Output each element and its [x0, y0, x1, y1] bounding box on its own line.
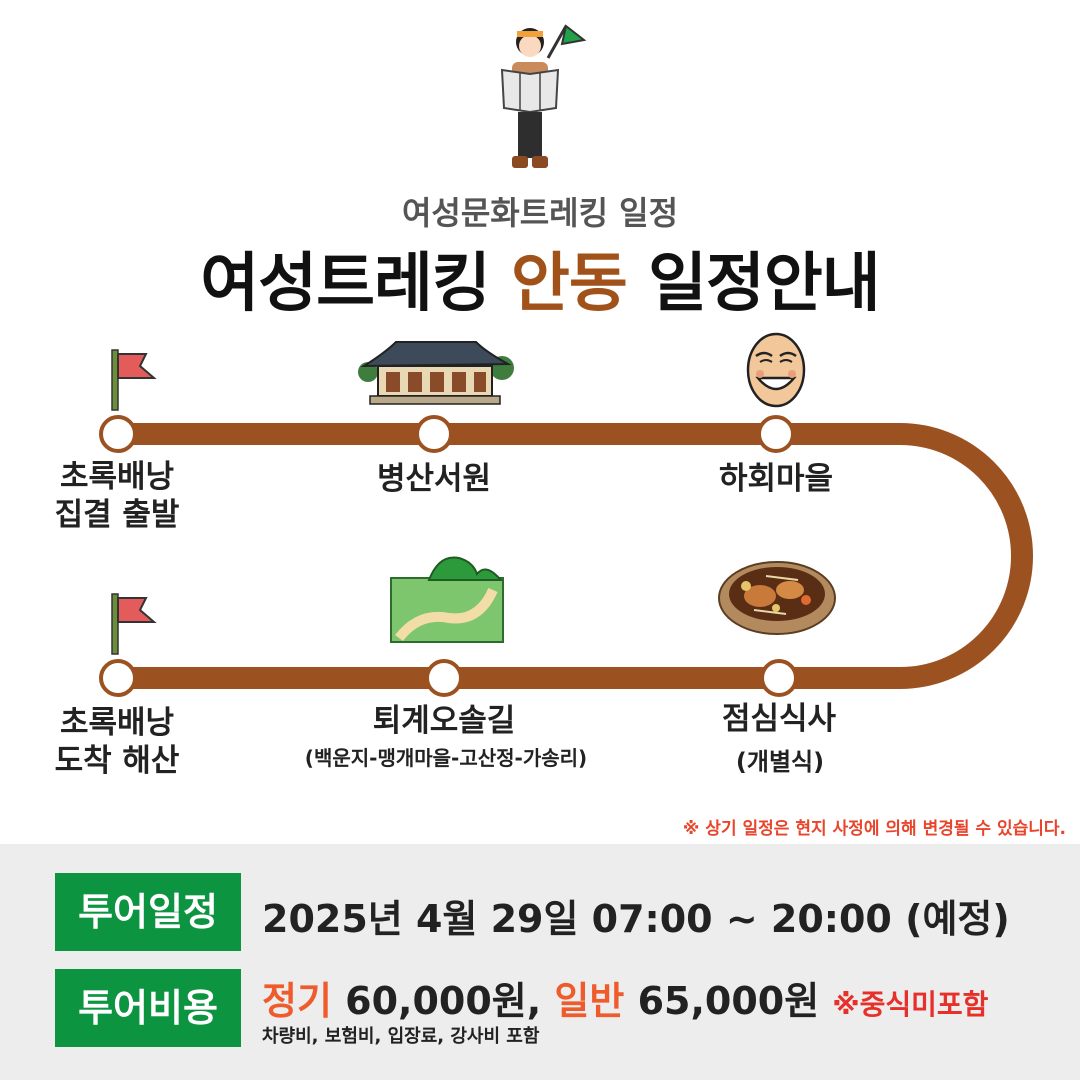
route-node-start [99, 415, 137, 453]
stop-lunch-label: 점심식사 [721, 701, 837, 737]
cost-includes-note: 차량비, 보험비, 입장료, 강사비 포함 [262, 1026, 540, 1047]
title-part2: 일정안내 [626, 247, 881, 321]
route-node-lunch [760, 659, 798, 697]
hiker-girl-illustration [500, 24, 587, 168]
general-label: 일반 [554, 979, 625, 1023]
tour-schedule-badge: 투어일정 [55, 873, 241, 951]
page-subtitle: 여성문화트레킹 일정 [401, 194, 679, 232]
red-flag-icon [111, 593, 157, 655]
page-title: 여성트레킹 안동 일정안내 [0, 232, 1080, 324]
stop-hahoe-label: 하회마을 [718, 461, 834, 497]
stop-lunch-sub: (개별식) [735, 748, 825, 776]
schedule-change-notice: ※ 상기 일정은 현지 사정에 의해 변경될 수 있습니다. [682, 819, 1066, 839]
hahoe-mask-icon [746, 332, 806, 408]
route-node-byeongsan [415, 415, 453, 453]
tour-cost-value: 정기 60,000원, 일반 65,000원 ※중식미포함 [262, 970, 988, 1025]
stop-start-line1: 초록배낭 [59, 459, 175, 495]
title-part1: 여성트레킹 [200, 247, 512, 321]
stop-end-line1: 초록배낭 [59, 705, 175, 741]
regular-label: 정기 [262, 979, 332, 1023]
stop-toegye-sub: (백운지-맹개마을-고산정-가송리) [304, 746, 588, 770]
red-flag-icon [111, 349, 157, 411]
braised-chicken-dish-icon [718, 561, 836, 635]
stop-end-line2: 도착 해산 [54, 743, 180, 779]
route-node-hahoe [757, 415, 795, 453]
general-price: 65,000원 [624, 979, 833, 1023]
route-node-toegye [425, 659, 463, 697]
tour-schedule-value: 2025년 4월 29일 07:00 ~ 20:00 (예정) [262, 897, 1010, 941]
route-node-end [99, 659, 137, 697]
route-path [99, 415, 1033, 697]
tour-cost-badge: 투어비용 [55, 969, 241, 1047]
lunch-exclusion-note: ※중식미포함 [832, 988, 989, 1021]
mountain-trail-icon [390, 556, 504, 643]
stop-start-line2: 집결 출발 [54, 497, 180, 533]
hanok-building-icon [358, 341, 514, 405]
stop-toegye-label: 퇴계오솔길 [372, 703, 516, 739]
title-accent-andong: 안동 [511, 247, 628, 321]
stop-byeongsan-label: 병산서원 [376, 461, 492, 497]
regular-price: 60,000원, [331, 979, 555, 1023]
